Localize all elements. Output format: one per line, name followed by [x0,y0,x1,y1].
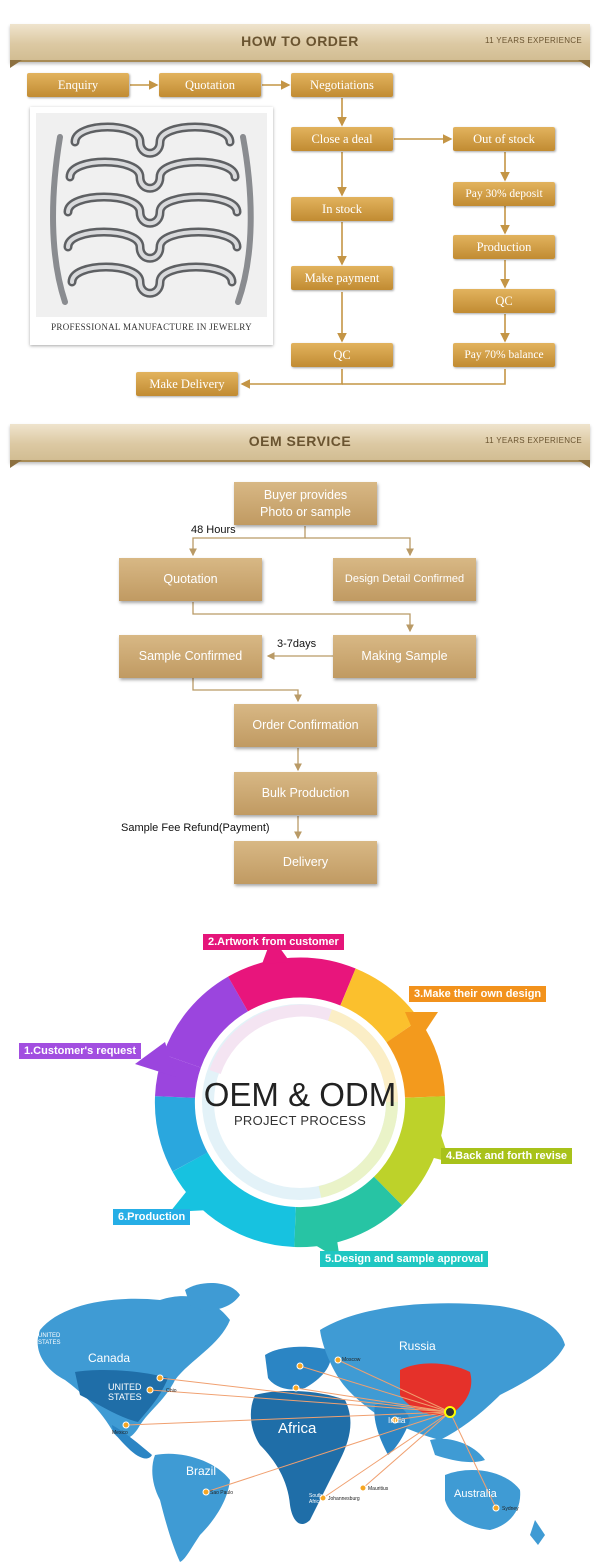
ring-seg-teal-green [294,1176,403,1248]
step-make-delivery: Make Delivery [136,372,238,396]
origin-marker [444,1406,456,1418]
land-central-america [112,1425,152,1459]
land-south-america [152,1453,230,1562]
label-us-1: UNITED [108,1382,142,1392]
odm-step-4: 4.Back and forth revise [441,1148,573,1164]
step-qc-right: QC [453,289,555,313]
ring-seg-yellow [339,968,420,1043]
city-sydney: Sydney [502,1506,519,1512]
odm-step-2: 2.Artwork from customer [203,934,344,950]
ring-seg-orange [386,1019,445,1099]
step-quotation: Quotation [159,73,261,97]
step-negotiations: Negotiations [291,73,393,97]
land-africa [250,1390,351,1525]
note-3-7-days: 3-7days [277,638,317,650]
order-flow-connectors [130,80,510,389]
land-usa-dark [75,1370,168,1422]
land-australia [445,1470,521,1530]
oem-service-banner: OEM SERVICE 11 YEARS EXPERIENCE [10,424,590,462]
product-photo-card: PROFESSIONAL MANUFACTURE IN JEWELRY [30,107,273,345]
odm-step-3: 3.Make their own design [409,986,547,1002]
odm-step-1: 1.Customer's request [19,1043,142,1059]
wheel-arrow-3 [405,1012,438,1042]
step-qc-left: QC [291,343,393,367]
step-close-deal: Close a deal [291,127,393,151]
city-mauritius: Mauritius [368,1486,389,1492]
how-to-order-title: HOW TO ORDER [241,33,359,49]
banner-fold-left-2 [10,460,22,468]
label-canada: Canada [88,1351,131,1365]
how-to-order-banner: HOW TO ORDER 11 YEARS EXPERIENCE [10,24,590,62]
step-production: Production [453,235,555,259]
land-india [374,1403,410,1455]
step-out-of-stock: Out of stock [453,127,555,151]
photo-caption: PROFESSIONAL MANUFACTURE IN JEWELRY [51,322,252,332]
city-mexico: Mexico [112,1430,128,1436]
oem-bulk-production: Bulk Production [234,772,377,815]
label-us-small-1: UNITED [38,1333,61,1339]
ring-seg-purple-2 [155,1054,202,1099]
ring-seg-magenta [228,957,356,1012]
oem-buyer-provides: Buyer provides Photo or sample [234,482,377,525]
note-48-hours: 48 Hours [191,524,236,536]
buyer-provides-line1: Buyer provides [263,487,348,502]
city-sao-paulo: Sao Paulo [210,1490,234,1496]
step-pay-balance: Pay 70% balance [453,343,555,367]
label-us-small-2: STATES [38,1340,61,1346]
label-australia: Australia [454,1488,497,1500]
ring-seg-green [373,1096,446,1206]
step-in-stock: In stock [291,197,393,221]
wheel-title: OEM & ODM [203,1076,397,1113]
wheel-subtitle: PROJECT PROCESS [233,1113,367,1128]
shipping-routes [125,1359,497,1509]
land-greenland [185,1283,240,1311]
city-moscow: Moscow [342,1357,361,1363]
banner-fold-right-2 [578,460,590,468]
land-nz [530,1520,545,1545]
city-ohio: Ohio [166,1388,177,1394]
odm-step-5: 5.Design and sample approval [320,1251,489,1267]
label-united-states-small: UNITED STATES [38,1333,60,1347]
oem-delivery: Delivery [234,841,377,884]
step-enquiry: Enquiry [27,73,129,97]
oem-service-title: OEM SERVICE [248,433,352,449]
label-united-states: UNITED STATES [108,1382,142,1402]
ring-seg-blue [154,1096,208,1172]
oem-sample-confirmed: Sample Confirmed [119,635,262,678]
ring-seg-purple [163,976,249,1069]
label-sa-2: Africa [309,1499,322,1505]
wheel-arrow-6 [170,1187,210,1212]
oem-flow-connectors [189,526,414,840]
oem-quotation: Quotation [119,558,262,601]
city-markers [122,1356,500,1512]
bangle-image [36,113,267,317]
label-russia: Russia [399,1339,436,1353]
note-sample-fee-refund: Sample Fee Refund(Payment) [121,822,270,834]
oem-order-confirmation: Order Confirmation [234,704,377,747]
buyer-provides-line2: Photo or sample [259,504,352,519]
wheel-arrow-2 [262,937,290,964]
ring-seg-cyan [172,1151,297,1247]
wheel-arrow-1 [135,1042,176,1077]
label-south-africa: South Africa [309,1493,322,1505]
step-pay-deposit: Pay 30% deposit [453,182,555,206]
banner-fold-left [10,60,22,68]
label-india: India [388,1416,406,1425]
label-us-2: STATES [108,1392,142,1402]
label-sa-1: South [309,1493,323,1499]
land-north-america [37,1296,230,1440]
city-johannesburg: Johannesburg [328,1496,360,1502]
label-brazil: Brazil [186,1464,217,1478]
label-africa: Africa [278,1420,317,1437]
how-to-order-subtitle: 11 YEARS EXPERIENCE [485,36,582,45]
odm-step-6: 6.Production [113,1209,191,1225]
oem-design-detail-confirmed: Design Detail Confirmed [333,558,476,601]
step-make-payment: Make payment [291,266,393,290]
oem-service-subtitle: 11 YEARS EXPERIENCE [485,436,582,445]
land-se-asia [430,1438,485,1463]
banner-fold-right [578,60,590,68]
oem-making-sample: Making Sample [333,635,476,678]
